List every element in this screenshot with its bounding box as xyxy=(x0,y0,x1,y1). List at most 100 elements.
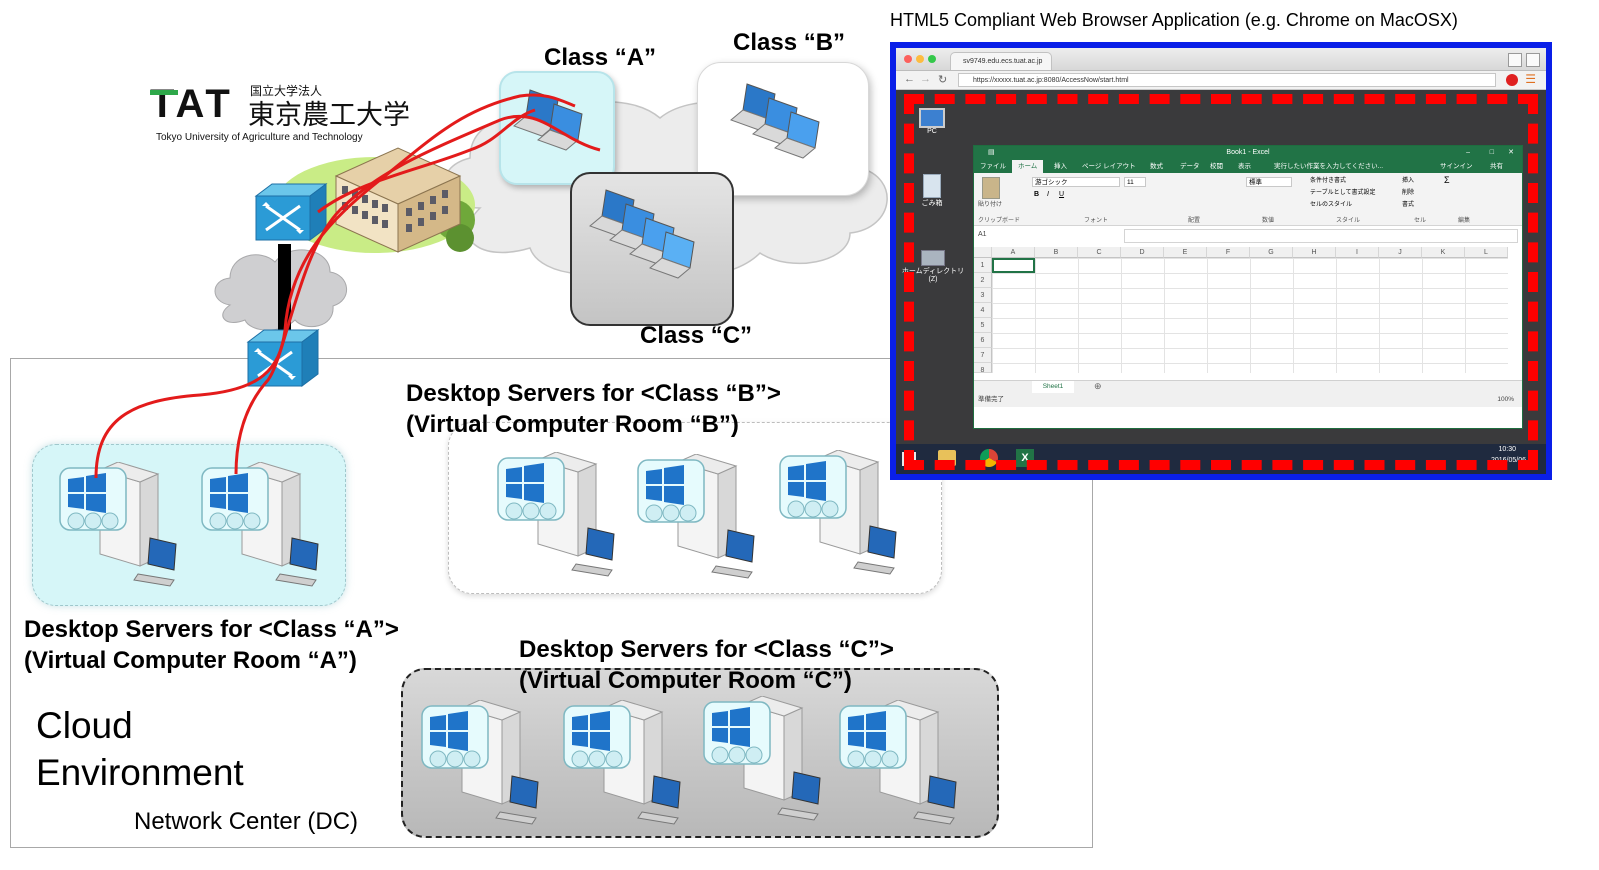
room-b-label-line1: Desktop Servers for <Class “B”> xyxy=(406,380,781,407)
browser-toolbar: ← → ↻ https://xxxxx.tuat.ac.jp:8080/Acce… xyxy=(896,71,1546,90)
excel-tell-me[interactable]: 実行したい作業を入力してください... xyxy=(1274,163,1384,170)
desktop-icon-home[interactable]: ホームディレクトリ(Z) xyxy=(898,250,968,283)
excel-tab-review[interactable]: 校閲 xyxy=(1210,163,1223,170)
row-header[interactable]: 7 xyxy=(974,348,992,363)
cloud-env-label-line2: Environment xyxy=(36,752,244,793)
excel-tab-view[interactable]: 表示 xyxy=(1238,163,1251,170)
desktop-icon-recycle[interactable]: ごみ箱 xyxy=(910,174,954,208)
excel-tab-home[interactable]: ホーム xyxy=(1012,160,1044,173)
zoom-level[interactable]: 100% xyxy=(1497,396,1514,403)
pc-icon xyxy=(919,108,945,128)
column-header[interactable]: F xyxy=(1207,247,1250,258)
sheet-tab-label: Sheet1 xyxy=(1042,383,1064,390)
number-format-box[interactable]: 標準 xyxy=(1246,177,1292,187)
row-header[interactable]: 3 xyxy=(974,288,992,303)
logo-jp-small: 国立大学法人 xyxy=(250,84,323,98)
excel-signin[interactable]: サインイン xyxy=(1440,163,1473,170)
excel-tab-insert[interactable]: 挿入 xyxy=(1054,163,1067,170)
browser-tab[interactable]: sv9749.edu.ecs.tuat.ac.jp xyxy=(950,52,1052,70)
clock-time: 10:30 xyxy=(1498,446,1516,453)
excel-maximize-icon[interactable]: □ xyxy=(1489,149,1494,156)
remote-session-highlight xyxy=(904,94,1538,470)
paste-icon[interactable] xyxy=(982,177,1000,199)
autosum-icon[interactable]: Σ xyxy=(1444,175,1450,185)
row-header[interactable]: 2 xyxy=(974,273,992,288)
minimize-window-icon[interactable] xyxy=(916,55,924,63)
class-b-label: Class “B” xyxy=(733,29,846,56)
cloud-env-label-line1: Cloud xyxy=(36,705,133,746)
row-header[interactable]: 1 xyxy=(974,258,992,273)
adblock-icon[interactable] xyxy=(1506,74,1518,86)
column-header[interactable]: G xyxy=(1250,247,1293,258)
column-header[interactable]: I xyxy=(1336,247,1379,258)
font-name: 游ゴシック xyxy=(1035,179,1068,186)
recycle-bin-icon xyxy=(923,174,941,198)
class-c-label: Class “C” xyxy=(640,322,753,349)
bold-button[interactable]: B xyxy=(1034,191,1040,198)
campus-building-icon xyxy=(334,147,462,253)
excel-ribbon: 貼り付け 游ゴシック 11 B I U 標準 条件付き書式 テーブルとして書式設… xyxy=(974,173,1522,226)
excel-tab-file[interactable]: ファイル xyxy=(980,163,1006,170)
group-alignment: 配置 xyxy=(1188,218,1201,224)
column-header[interactable]: L xyxy=(1465,247,1508,258)
column-header[interactable]: E xyxy=(1164,247,1207,258)
font-size: 11 xyxy=(1127,179,1134,186)
excel-minimize-icon[interactable]: – xyxy=(1466,149,1470,156)
name-box[interactable]: A1 xyxy=(978,231,987,238)
desktop-icon-home-label: ホームディレクトリ(Z) xyxy=(901,268,965,283)
forward-icon[interactable]: → xyxy=(920,73,931,85)
row-header[interactable]: 8 xyxy=(974,363,992,374)
delete-cells[interactable]: 削除 xyxy=(1402,190,1415,196)
back-icon[interactable]: ← xyxy=(904,73,915,85)
excel-statusbar: 準備完了 100% xyxy=(974,393,1522,407)
remote-desktop[interactable]: PC ごみ箱 ホームディレクトリ(Z) Book1 - Excel ✕ □ – … xyxy=(896,90,1546,474)
cell-styles[interactable]: セルのスタイル xyxy=(1310,202,1353,208)
formula-bar[interactable] xyxy=(1124,229,1518,243)
insert-cells[interactable]: 挿入 xyxy=(1402,178,1415,184)
close-window-icon[interactable] xyxy=(904,55,912,63)
column-header[interactable]: D xyxy=(1121,247,1164,258)
select-all-corner[interactable] xyxy=(974,247,992,258)
number-format: 標準 xyxy=(1249,179,1262,186)
zoom-window-icon[interactable] xyxy=(928,55,936,63)
italic-button[interactable]: I xyxy=(1047,191,1049,198)
row-header[interactable]: 4 xyxy=(974,303,992,318)
column-header[interactable]: C xyxy=(1078,247,1121,258)
column-header[interactable]: H xyxy=(1293,247,1336,258)
excel-window[interactable]: Book1 - Excel ✕ □ – ▤ ファイル ホーム 挿入 ページ レイ… xyxy=(973,145,1523,429)
row-header[interactable]: 6 xyxy=(974,333,992,348)
add-sheet-icon[interactable]: ⊕ xyxy=(1094,381,1102,391)
column-header[interactable]: A xyxy=(992,247,1035,258)
underline-button[interactable]: U xyxy=(1059,191,1065,198)
format-cells[interactable]: 書式 xyxy=(1402,202,1415,208)
column-header[interactable]: J xyxy=(1379,247,1422,258)
column-header[interactable]: B xyxy=(1035,247,1078,258)
active-cell[interactable] xyxy=(992,258,1035,273)
format-as-table[interactable]: テーブルとして書式設定 xyxy=(1310,190,1376,196)
row-header[interactable]: 5 xyxy=(974,318,992,333)
conditional-format[interactable]: 条件付き書式 xyxy=(1310,178,1347,184)
class-a-laptops xyxy=(513,89,583,151)
desktop-icon-pc[interactable]: PC xyxy=(910,108,954,135)
browser-caption: HTML5 Compliant Web Browser Application … xyxy=(890,10,1458,30)
profile-icon[interactable] xyxy=(1508,53,1522,67)
font-name-box[interactable]: 游ゴシック xyxy=(1032,177,1120,187)
restore-icon[interactable] xyxy=(1526,53,1540,67)
excel-close-icon[interactable]: ✕ xyxy=(1508,149,1514,156)
spreadsheet-grid[interactable]: A B C D E F G H I J K L 1 2 3 4 5 6 7 8 xyxy=(974,247,1522,380)
excel-tab-formulas[interactable]: 数式 xyxy=(1150,163,1163,170)
excel-tab-layout[interactable]: ページ レイアウト xyxy=(1082,163,1136,170)
column-header[interactable]: K xyxy=(1422,247,1465,258)
browser-menu-icon[interactable]: ☰ xyxy=(1525,72,1536,86)
logo-mark: TAT xyxy=(150,82,234,126)
font-size-box[interactable]: 11 xyxy=(1124,177,1146,187)
paste-label[interactable]: 貼り付け xyxy=(978,202,1003,208)
excel-tab-data[interactable]: データ xyxy=(1180,163,1200,170)
excel-share[interactable]: 共有 xyxy=(1490,163,1503,170)
excel-save-icon[interactable]: ▤ xyxy=(988,149,995,156)
reload-icon[interactable]: ↻ xyxy=(938,74,948,86)
room-a-label-line1: Desktop Servers for <Class “A”> xyxy=(24,616,399,643)
address-bar[interactable]: https://xxxxx.tuat.ac.jp:8080/AccessNow/… xyxy=(958,73,1496,87)
room-c-label-line1: Desktop Servers for <Class “C”> xyxy=(519,636,894,663)
